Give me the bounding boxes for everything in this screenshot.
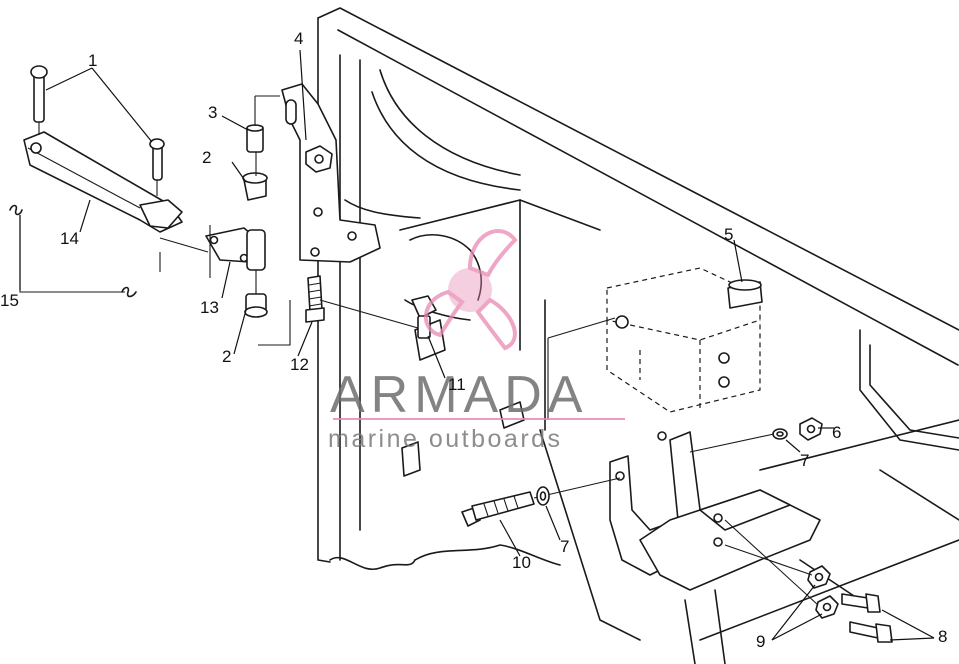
- callout-3: 3: [208, 103, 217, 122]
- callout-12: 12: [290, 355, 309, 374]
- mount-block-5: [547, 267, 761, 420]
- watermark-brand: ARMADA: [330, 366, 588, 424]
- bushing-2-lower: [244, 293, 268, 318]
- nut-6: [799, 417, 823, 441]
- callout-5: 5: [724, 225, 733, 244]
- callout-7-right: 7: [800, 451, 809, 470]
- channel-bracket: [639, 489, 821, 591]
- callout-6: 6: [832, 423, 841, 442]
- frame-body: [317, 7, 959, 664]
- nut-9-lower: [815, 595, 839, 619]
- bracket-13: [159, 225, 259, 278]
- washer-7-left: [536, 486, 550, 506]
- nut-9-upper: [807, 565, 831, 589]
- watermark-tagline: marine outboards: [328, 425, 563, 453]
- callout-2-upper: 2: [202, 148, 211, 167]
- callout-1: 1: [88, 51, 97, 70]
- linkage-rod-14: [23, 131, 183, 233]
- callout-4: 4: [294, 29, 303, 48]
- nut-on-bracket-4: [305, 145, 333, 173]
- callout-13: 13: [200, 298, 219, 317]
- armada-logo-icon: [423, 229, 518, 351]
- callout-7-left: 7: [560, 537, 569, 556]
- leader-lines: [19, 49, 935, 641]
- spacer-5: [727, 279, 763, 309]
- clevis-pin-left: [30, 65, 48, 135]
- callout-11: 11: [448, 375, 466, 394]
- callout-15: 15: [0, 291, 19, 310]
- callout-2-lower: 2: [222, 347, 231, 366]
- watermark: ARMADA marine outboards: [328, 366, 625, 453]
- bushing-2-upper: [242, 172, 268, 201]
- watermark-underline: [333, 418, 625, 420]
- callout-10: 10: [512, 553, 531, 572]
- bolt-10: [461, 477, 621, 527]
- clevis-pin-right: [149, 138, 165, 196]
- sleeve-center: [246, 152, 266, 294]
- bushing-3: [246, 124, 264, 153]
- washer-7-right: [689, 428, 788, 453]
- bolt-11: [319, 295, 437, 339]
- bracket-4: [254, 83, 381, 263]
- callout-8: 8: [938, 627, 947, 646]
- callout-labels: 1 3 2 4 14 13 15 2 12 11 5 6 7 7 10 9 8: [0, 29, 947, 651]
- cotter-clip-15: [9, 204, 137, 298]
- callout-14: 14: [60, 229, 79, 248]
- callout-9: 9: [756, 632, 765, 651]
- bolt-8-lower: [724, 519, 893, 643]
- bolt-12: [258, 275, 325, 346]
